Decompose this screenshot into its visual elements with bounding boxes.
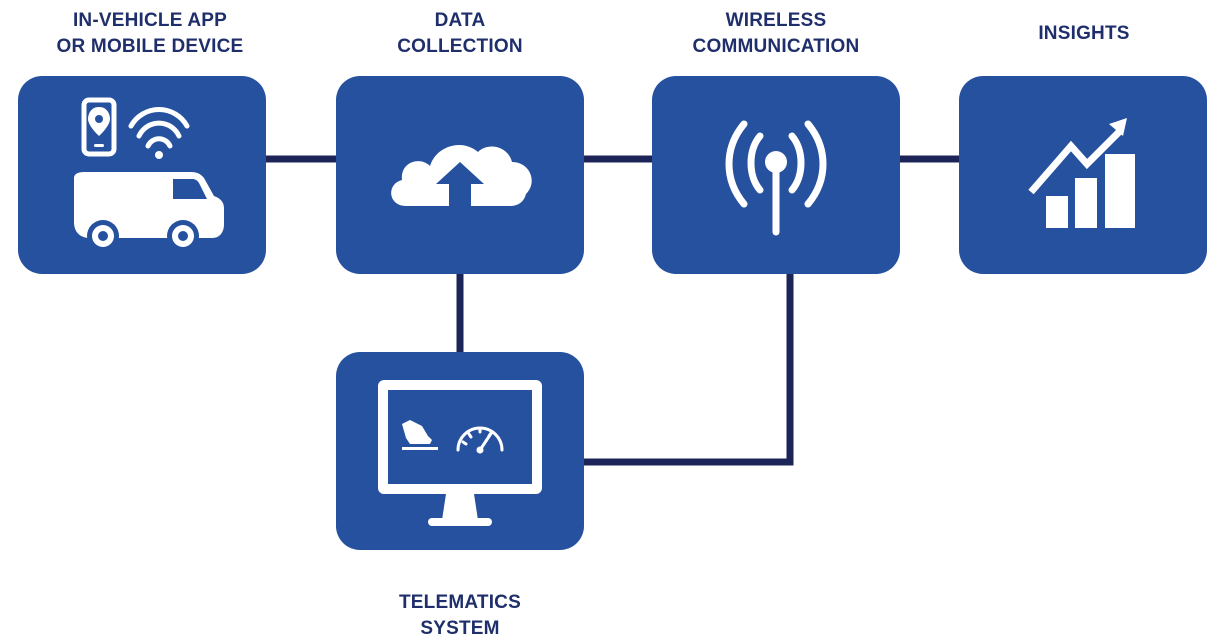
- smartphone-location-icon: [81, 97, 117, 157]
- monitor-icon: [378, 380, 542, 526]
- node-telematics-system: [336, 352, 584, 550]
- node-insights: [959, 76, 1207, 274]
- node-data-collection: [336, 76, 584, 274]
- label-telematics-system: TELEMATICS SYSTEM: [399, 592, 521, 639]
- node-in-vehicle-app: [18, 76, 266, 274]
- antenna-signal-icon: [725, 120, 827, 236]
- van-phone-wifi-icon: [74, 97, 224, 252]
- connector-telematics-to-wireless: [580, 270, 794, 466]
- label-insights: INSIGHTS: [1038, 23, 1130, 44]
- pedal-icon: [402, 420, 438, 450]
- growth-chart-icon: [1028, 118, 1135, 228]
- node-wireless-communication: [652, 76, 900, 274]
- cloud-upload-icon: [391, 144, 532, 206]
- label-in-vehicle-app: IN-VEHICLE APP OR MOBILE DEVICE: [56, 10, 244, 57]
- label-wireless-communication: WIRELESS COMMUNICATION: [692, 10, 860, 57]
- van-icon: [74, 172, 224, 252]
- speedometer-icon: [456, 426, 504, 452]
- label-data-collection: DATA COLLECTION: [397, 10, 523, 57]
- wifi-icon: [128, 107, 190, 149]
